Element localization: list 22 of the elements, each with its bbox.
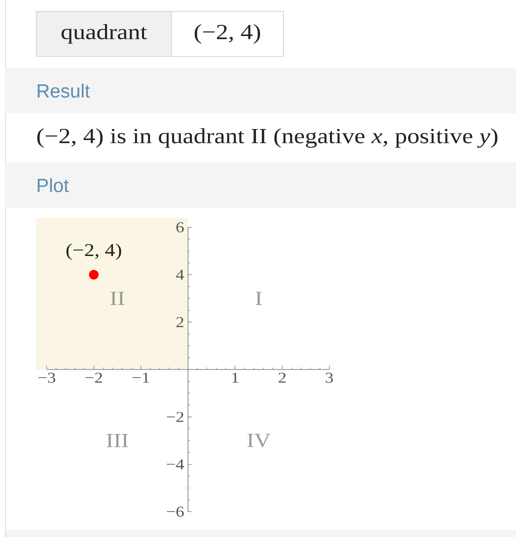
x-tick-label: 3	[326, 372, 333, 383]
quadrant-label: I	[256, 292, 262, 305]
section-header: Result	[5, 68, 516, 114]
point-label: (−2, 4)	[66, 244, 122, 260]
x-tick-label: 2	[278, 372, 286, 383]
y-tick-label: 4	[176, 270, 184, 280]
y-tick-label: 2	[176, 317, 184, 328]
quadrant-label: II	[110, 292, 124, 305]
result-text: (−2, 4) is in quadrant II (negative x, positive y)	[37, 128, 498, 148]
x-tick-label: −3	[38, 372, 56, 383]
y-tick-label: 6	[176, 222, 184, 232]
x-tick-label: 1	[232, 372, 238, 383]
y-tick-label: −2	[166, 412, 184, 422]
table-cell: (−2, 4)	[171, 11, 284, 57]
x-tick-label: −1	[132, 372, 150, 383]
y-tick-label: −4	[166, 459, 184, 470]
section-header: Plot	[5, 162, 516, 208]
quadrant-label: IV	[247, 434, 271, 448]
quadrant-label: III	[106, 434, 128, 448]
y-tick-label: −6	[166, 506, 184, 517]
table-cell: quadrant	[36, 11, 172, 57]
x-tick-label: −2	[85, 372, 102, 383]
